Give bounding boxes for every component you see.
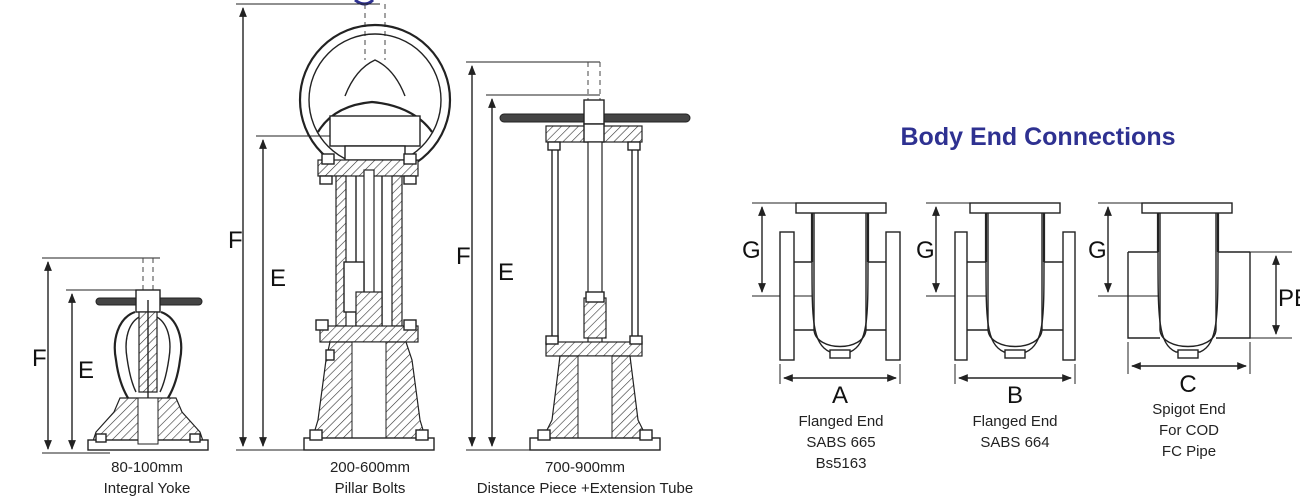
end-c-side-label: PE [1278,285,1300,312]
body-end-a: G A Flanged End SABS 665 Bs5163 [742,202,901,472]
end-c-line3: FC Pipe [1162,443,1216,460]
end-b-g-label: G [916,237,935,264]
valve1-e-label: E [78,357,94,384]
body-end-b: G B Flanged End SABS 664 [916,202,1076,451]
end-c-dim-label: C [1179,371,1196,398]
valve3-f-label: F [456,243,471,270]
end-b-dim-label: B [1007,382,1023,409]
valve2-type: Pillar Bolts [335,480,406,497]
end-c-line2: For COD [1159,422,1219,439]
end-a-line3: Bs5163 [816,455,867,472]
end-c-g-label: G [1088,237,1107,264]
valve-pillar-bolts: F E 200-600mm Pillar Bolts [228,3,452,497]
end-a-dim-label: A [832,382,848,409]
valve2-f-label: F [228,227,243,254]
valve2-e-label: E [270,265,286,292]
end-c-line1: Spigot End [1152,401,1225,418]
cropped-heading-fragment [354,0,375,6]
end-b-line2: SABS 664 [980,434,1049,451]
valve1-type: Integral Yoke [104,480,191,497]
end-b-line1: Flanged End [972,413,1057,430]
valve1-f-label: F [32,345,47,372]
valve1-size: 80-100mm [111,459,183,476]
valve-distance-piece: F E 700-900mm Distance Piece +Extension … [456,61,693,497]
body-end-heading: Body End Connections [901,123,1176,151]
end-a-line2: SABS 665 [806,434,875,451]
end-a-g-label: G [742,237,761,264]
body-end-c: G PE C Spigot End For COD FC Pipe [1088,202,1300,460]
valve-integral-yoke: F E 80-100mm Integral Yoke [32,257,209,497]
valve2-size: 200-600mm [330,459,410,476]
valve3-e-label: E [498,259,514,286]
valve3-type: Distance Piece +Extension Tube [477,480,693,497]
end-a-line1: Flanged End [798,413,883,430]
valve3-size: 700-900mm [545,459,625,476]
